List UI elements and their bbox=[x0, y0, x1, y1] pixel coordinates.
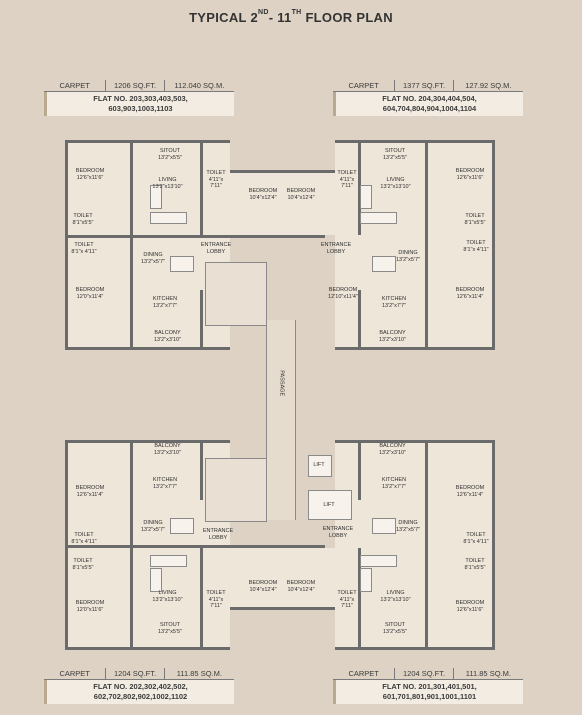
lift-label: LIFT bbox=[313, 462, 325, 468]
passage-label: PASSAGE bbox=[278, 370, 285, 397]
lift-label: LIFT bbox=[323, 502, 335, 508]
page-title: TYPICAL 2ND- 11TH FLOOR PLAN bbox=[189, 9, 393, 25]
